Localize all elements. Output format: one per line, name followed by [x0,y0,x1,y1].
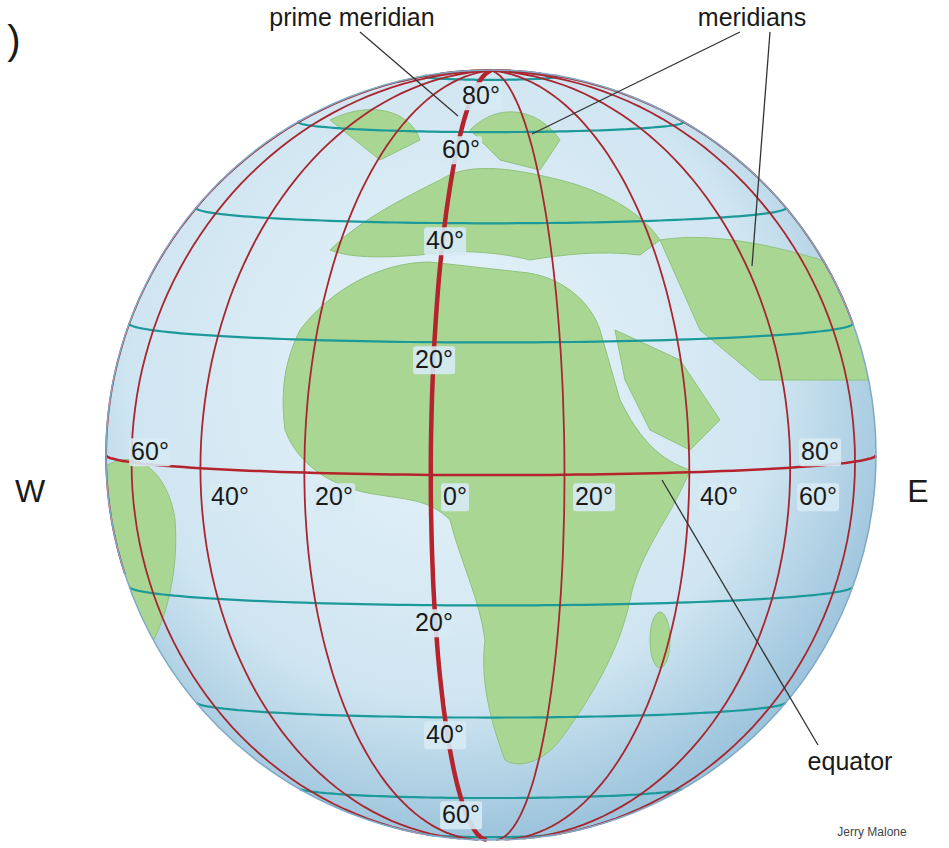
degree-label: 20° [413,609,455,637]
meridian-line [304,71,491,840]
leader-line [360,32,458,116]
degree-label: 40° [424,227,466,255]
parallel-line [197,703,786,718]
ocean [106,70,876,840]
text-label: Jerry Malone [837,826,906,839]
degree-label: 80° [799,438,841,466]
parallel-line [300,789,682,798]
degree-label: 80° [460,82,502,110]
degree-label: 20° [313,483,355,511]
meridian-line [491,71,853,324]
parallel-line [299,121,684,132]
leader-line [752,32,770,266]
arabia [615,330,720,450]
parallel-line [196,208,786,224]
degree-label: 40° [698,483,740,511]
madagascar [650,612,670,668]
degree-label: 0° [441,483,469,511]
globe-outline [106,70,876,840]
parallel-line [129,323,852,342]
degree-label: 20° [573,483,615,511]
parallel-line [130,588,853,606]
leader-lines [360,32,818,745]
landmasses [100,110,880,764]
degree-label: 40° [424,721,466,749]
text-label: meridians [698,4,806,32]
degree-label: 40° [209,483,251,511]
degree-label: 20° [413,346,455,374]
degree-label: 60° [440,801,482,829]
scandinavia [470,112,560,170]
degree-label: 60° [129,438,171,466]
meridian-line [491,71,565,840]
text-label: W [15,474,45,509]
text-label: ) [7,18,20,62]
text-label: prime meridian [269,4,434,32]
meridian-line [491,71,689,840]
text-label: equator [808,748,893,776]
leader-line [662,480,818,745]
text-label: E [907,474,928,509]
meridian-line [491,71,855,835]
europe [330,168,660,260]
south-america [100,460,176,660]
leader-line [532,32,740,134]
degree-label: 60° [440,136,482,164]
meridian-line [200,71,491,839]
meridian-line [132,71,491,835]
equator-line [106,455,876,475]
greenland [330,110,420,160]
graticule [106,70,876,840]
meridian-line [106,71,491,575]
degree-label: 60° [797,483,839,511]
